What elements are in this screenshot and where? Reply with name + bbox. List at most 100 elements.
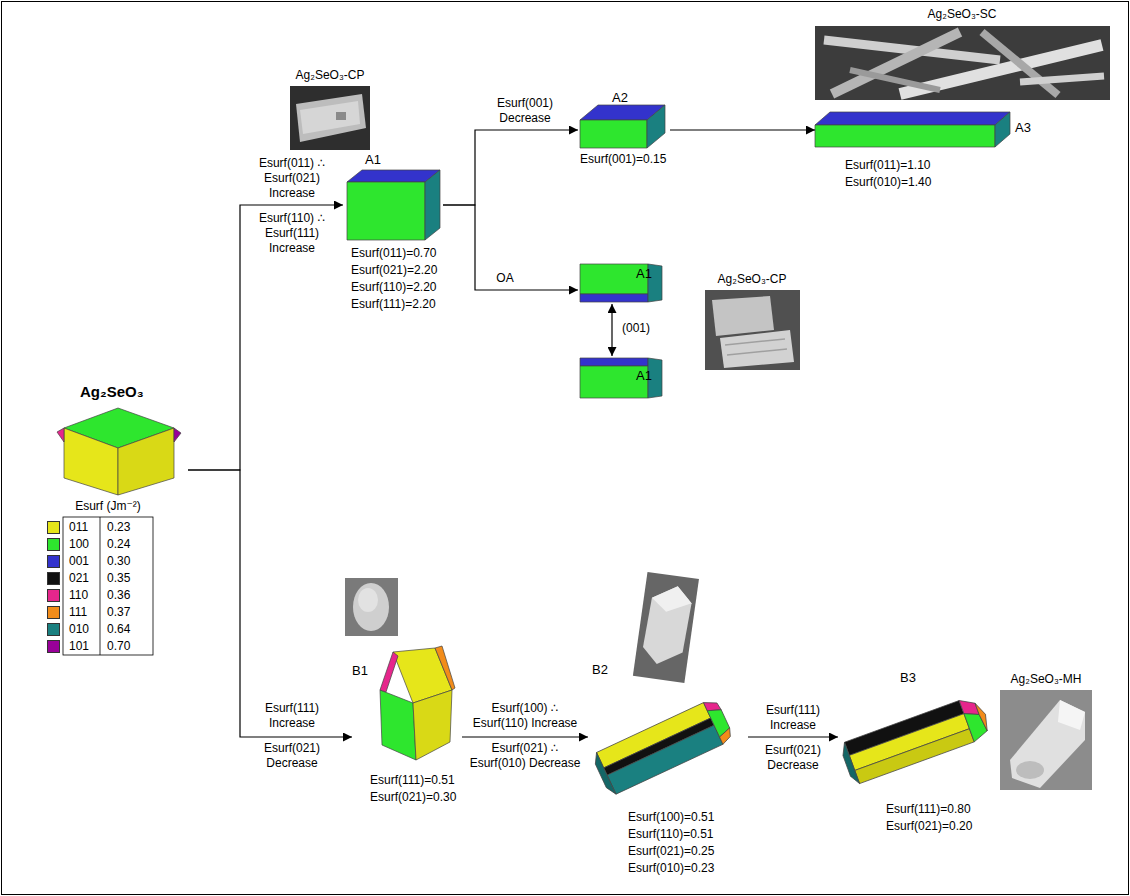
surface-energy: Esurf(011)=0.70 <box>351 246 437 261</box>
legend-value: 0.37 <box>107 604 130 621</box>
crystal-shape <box>64 428 118 495</box>
arrow-condition: Esurf(001) Decrease <box>480 96 570 126</box>
sem-photo <box>815 26 1110 100</box>
crystal-shape <box>647 105 665 148</box>
sem-photo <box>850 70 940 90</box>
legend-value: 0.70 <box>107 638 130 655</box>
legend-row: 101 <box>47 638 107 655</box>
crystal-shape <box>347 170 440 182</box>
legend-value: 0.23 <box>107 519 130 536</box>
crystal-shape <box>815 112 1010 125</box>
surface-energy: Esurf(001)=0.15 <box>580 152 666 167</box>
transform-arrow <box>748 736 838 737</box>
transform-arrow <box>188 470 352 737</box>
sem-photo <box>290 86 370 150</box>
crystal-node: A1Esurf(011)=0.70Esurf(021)=2.20Esurf(11… <box>343 152 443 320</box>
legend-swatch <box>47 606 60 619</box>
miller-index: 101 <box>69 638 89 655</box>
morphology-tag: A2 <box>612 90 628 106</box>
arrow-condition: Esurf(011) ∴ Esurf(021) Increase <box>242 156 342 201</box>
sem-photo <box>712 296 774 336</box>
legend-value: 0.35 <box>107 570 130 587</box>
surface-energy: Esurf(021)=0.20 <box>886 819 972 834</box>
crystal-shape <box>380 690 416 760</box>
sem-photo <box>1016 761 1044 779</box>
surface-energy: Esurf(110)=0.51 <box>628 827 714 842</box>
miller-index: 111 <box>69 604 87 621</box>
crystal-node: B3Esurf(111)=0.80Esurf(021)=0.20 <box>838 670 998 840</box>
sem-photo <box>296 94 366 142</box>
transform-arrow <box>462 736 588 737</box>
sem-photo <box>633 572 699 683</box>
miller-index: 010 <box>69 621 89 638</box>
arrow-condition: Esurf(021) Decrease <box>242 741 342 771</box>
sem-photo <box>727 349 787 355</box>
crystal-node: A3Esurf(011)=1.10Esurf(010)=1.40 <box>815 108 1047 193</box>
legend-row: 011 <box>47 519 107 536</box>
sem-photo <box>641 583 694 668</box>
sem-photo <box>633 572 699 683</box>
surface-energy: Esurf(021)=0.25 <box>628 844 714 859</box>
arrow-condition: Esurf(021) ∴ Esurf(010) Decrease <box>469 741 581 771</box>
legend-table <box>63 517 153 655</box>
transform-arrow <box>188 205 343 470</box>
surface-energy: Esurf(111)=0.51 <box>370 773 455 788</box>
arrow-condition: Esurf(111) Increase <box>242 701 342 731</box>
legend-row: 110 <box>47 587 107 604</box>
crystal-shape <box>347 182 425 240</box>
crystal-shape <box>57 105 1010 797</box>
legend-heading: Esurf (Jm⁻²) <box>75 499 141 514</box>
sem-photo <box>705 290 800 370</box>
transform-arrow <box>670 129 815 130</box>
morphology-tag: A1 <box>636 266 652 282</box>
miller-index: 001 <box>69 553 89 570</box>
legend-row: 021 <box>47 570 107 587</box>
morphology-tag: A1 <box>636 368 652 384</box>
sem-photo <box>1000 690 1092 790</box>
legend-row: 111 <box>47 604 107 621</box>
sem-photo <box>290 86 370 150</box>
crystal-shape <box>607 725 723 794</box>
crystal-shape <box>839 694 993 786</box>
legend-swatch <box>47 640 60 653</box>
legend-row: 100 <box>47 536 107 553</box>
crystal-shape <box>855 729 974 784</box>
legend-swatch <box>47 555 60 568</box>
crystal-node: Ag₂SeO₃ <box>42 383 188 495</box>
crystal-shape <box>580 294 648 302</box>
sem-photo <box>1000 690 1092 790</box>
sem-photo <box>650 583 693 615</box>
photo-caption: Ag₂SeO₃-CP <box>718 272 787 287</box>
miller-index: 110 <box>69 587 88 604</box>
surface-energy: Esurf(111)=0.80 <box>886 802 971 817</box>
sem-photo <box>705 290 800 370</box>
arrow-condition: (001) <box>622 321 650 336</box>
legend-value: 0.24 <box>107 536 130 553</box>
crystal-shape <box>57 428 64 442</box>
surface-energy: Esurf(100)=0.51 <box>628 810 714 825</box>
crystal-shape <box>174 428 181 442</box>
surface-energy: Esurf(011)=1.10 <box>845 158 931 173</box>
photo-caption: Ag₂SeO₃-SC <box>928 7 997 22</box>
arrow-condition: OA <box>480 271 530 286</box>
crystal-node: A1 <box>578 262 664 304</box>
surface-energy: Esurf(010)=0.23 <box>628 861 714 876</box>
arrow-condition: Esurf(100) ∴ Esurf(110) Increase <box>469 701 581 731</box>
crystal-shape <box>839 742 860 785</box>
miller-index: 100 <box>69 536 89 553</box>
legend-swatch <box>47 572 60 585</box>
sem-photo <box>1058 700 1085 730</box>
crystal-shape <box>815 125 995 147</box>
legend-table <box>63 517 153 655</box>
surface-energy: Esurf(110)=2.20 <box>351 280 437 295</box>
legend-swatch <box>47 521 60 534</box>
crystal-shape <box>413 690 452 760</box>
crystal-node: A2Esurf(001)=0.15 <box>578 90 670 170</box>
sem-photo <box>353 583 389 631</box>
sem-photo <box>720 330 794 368</box>
crystal-node: A1 <box>578 356 664 398</box>
surface-energy: Esurf(021)=2.20 <box>351 263 437 278</box>
crystal-shape <box>580 358 648 366</box>
